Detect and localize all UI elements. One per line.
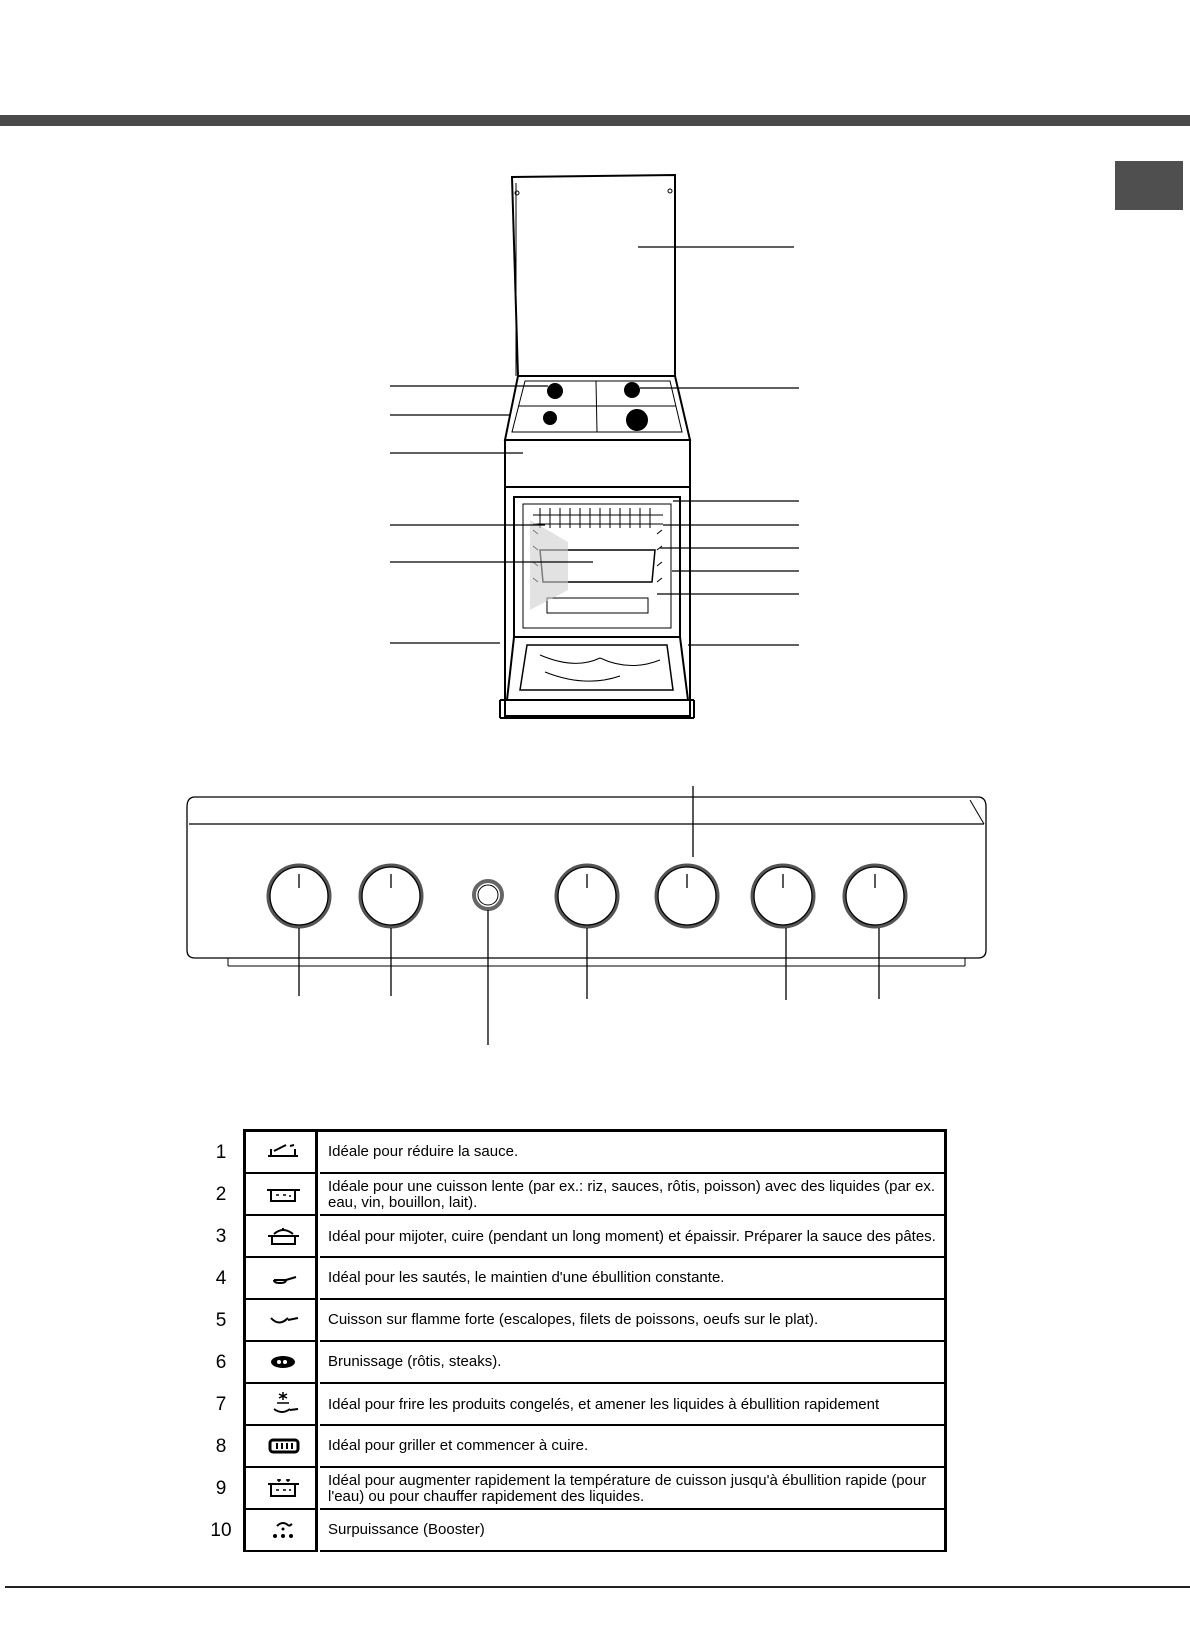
table-row: 6 Brunissage (rôtis, steaks).	[200, 1342, 950, 1384]
row-description: Surpuissance (Booster)	[320, 1510, 947, 1552]
row-description: Cuisson sur flamme forte (escalopes, fil…	[320, 1300, 947, 1342]
table-row: 2 Idéale pour une cuisson lente (par ex.…	[200, 1174, 950, 1216]
row-number: 4	[215, 1268, 227, 1289]
footer-rule	[5, 1586, 1190, 1588]
row-description: Idéale pour réduire la sauce.	[320, 1132, 947, 1174]
row-number: 3	[215, 1226, 227, 1247]
table-row: 3 Idéal pour mijoter, cuire (pendant un …	[200, 1216, 950, 1258]
row-number: 9	[215, 1478, 227, 1499]
row-description: Idéal pour griller et commencer à cuire.	[320, 1426, 947, 1468]
row-description: Idéale pour une cuisson lente (par ex.: …	[320, 1174, 947, 1216]
table-row: 5 Cuisson sur flamme forte (escalopes, f…	[200, 1300, 950, 1342]
booster-icon	[243, 1510, 318, 1552]
row-number: 2	[215, 1184, 227, 1205]
pot-simmer-icon	[243, 1216, 318, 1258]
row-number: 8	[215, 1436, 227, 1457]
rapid-boil-icon	[243, 1468, 318, 1510]
row-description: Idéal pour les sautés, le maintien d'une…	[320, 1258, 947, 1300]
table-row: 7 Idéal pour frire les produits congelés…	[200, 1384, 950, 1426]
grill-icon	[243, 1426, 318, 1468]
row-description: Idéal pour frire les produits congelés, …	[320, 1384, 947, 1426]
frozen-frying-icon	[243, 1384, 318, 1426]
cooker-illustration	[390, 173, 799, 719]
table-row: 1 Idéale pour réduire la sauce.	[200, 1132, 950, 1174]
row-number: 1	[215, 1142, 227, 1163]
row-description: Idéal pour augmenter rapidement la tempé…	[320, 1468, 947, 1510]
table-row: 4 Idéal pour les sautés, le maintien d'u…	[200, 1258, 950, 1300]
table-row: 8 Idéal pour griller et commencer à cuir…	[200, 1426, 950, 1468]
sauce-reduction-icon	[243, 1132, 318, 1174]
browning-roast-icon	[243, 1342, 318, 1384]
saute-pan-icon	[243, 1258, 318, 1300]
table-top-border	[243, 1129, 947, 1132]
header-bar	[0, 115, 1190, 126]
row-number: 10	[210, 1520, 232, 1541]
row-number: 7	[215, 1394, 227, 1415]
slow-cook-liquid-icon	[243, 1174, 318, 1216]
row-description: Brunissage (rôtis, steaks).	[320, 1342, 947, 1384]
table-row: 9 Idéal pour augmenter rapidement la tem…	[200, 1468, 950, 1510]
frying-pan-icon	[243, 1300, 318, 1342]
row-number: 6	[215, 1352, 227, 1373]
language-tab	[1115, 161, 1183, 210]
table-row: 10 Surpuissance (Booster)	[200, 1510, 950, 1552]
row-number: 5	[215, 1310, 227, 1331]
control-panel-illustration	[186, 786, 987, 1045]
row-description: Idéal pour mijoter, cuire (pendant un lo…	[320, 1216, 947, 1258]
